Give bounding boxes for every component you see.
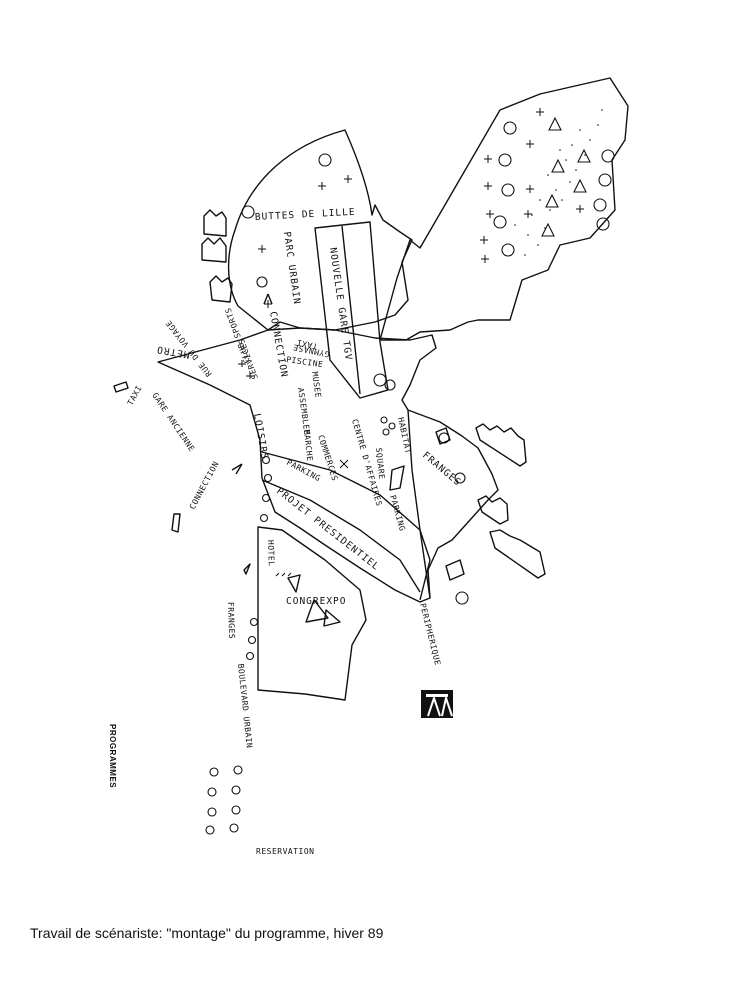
label-connection-top: CONNECTION: [267, 311, 290, 379]
label-taxi-station: TAXI: [296, 338, 319, 351]
projet-presidentiel-band-inner: [261, 479, 421, 593]
skyline-icon: [201, 209, 233, 303]
label-loisirs: LOISIRS: [251, 413, 270, 461]
highway-sign-icon: [421, 690, 453, 718]
label-programmes: PROGRAMMES: [108, 724, 117, 788]
projet-presidentiel-band: [261, 451, 431, 601]
label-assemblee: ASSEMBLEE: [296, 387, 312, 436]
label-marche: MARCHE: [302, 429, 314, 462]
label-franges-left: FRANGES: [226, 602, 236, 640]
label-musee: MUSEE: [310, 371, 323, 399]
taxi-icon: [113, 381, 129, 393]
centre-affaires-edge: [407, 409, 431, 599]
forest-outline: [379, 77, 629, 341]
arrow-icon: [231, 293, 273, 575]
parc-urbain-outline: [227, 129, 413, 331]
caterpillar-icon: [171, 513, 181, 533]
tree-icon: [241, 153, 332, 288]
label-hotel: HOTEL: [266, 540, 276, 567]
congrexpo-outline: [257, 526, 367, 701]
cross-icon: [258, 175, 352, 308]
label-peripherique: PERIPHERIQUE: [418, 602, 442, 666]
label-parking: PARKING: [285, 458, 322, 483]
label-boulevard-urbain: BOULEVARD URBAIN: [236, 663, 254, 749]
tree-icon: [205, 455, 273, 835]
label-parc-urbain: PARC URBAIN: [281, 231, 302, 306]
tree-icon: [373, 373, 469, 605]
parking-icon: [389, 465, 405, 491]
figure-caption: Travail de scénariste: "montage" du prog…: [30, 925, 384, 941]
label-connection-left: CONNECTION: [188, 460, 221, 511]
label-franges-right: FRANGES: [420, 450, 463, 489]
forest-stipple: [514, 109, 603, 256]
label-congrexpo: CONGREXPO: [286, 596, 346, 607]
cone-icon: [287, 574, 341, 627]
label-parking-right: PARKING: [388, 494, 407, 532]
gare-tgv-divider: [341, 225, 361, 395]
skyline-icon: [475, 423, 546, 579]
tree-icon: [493, 116, 615, 257]
label-reservation: RESERVATION: [256, 847, 314, 856]
label-buttes-de-lille: BUTTES DE LILLE: [255, 207, 356, 223]
cross-icon: [238, 360, 349, 577]
building-icon: [445, 559, 465, 581]
label-square: SQUARE: [374, 447, 386, 480]
label-gare-ancienne: GARE ANCIENNE: [150, 391, 196, 453]
label-services: SERVICES: [237, 337, 260, 380]
label-projet-presidentiel: PROJET PRESIDENTIEL: [274, 486, 381, 573]
building-icon: [435, 427, 451, 445]
cross-icon: [480, 108, 584, 263]
central-district-outline: [157, 327, 499, 603]
